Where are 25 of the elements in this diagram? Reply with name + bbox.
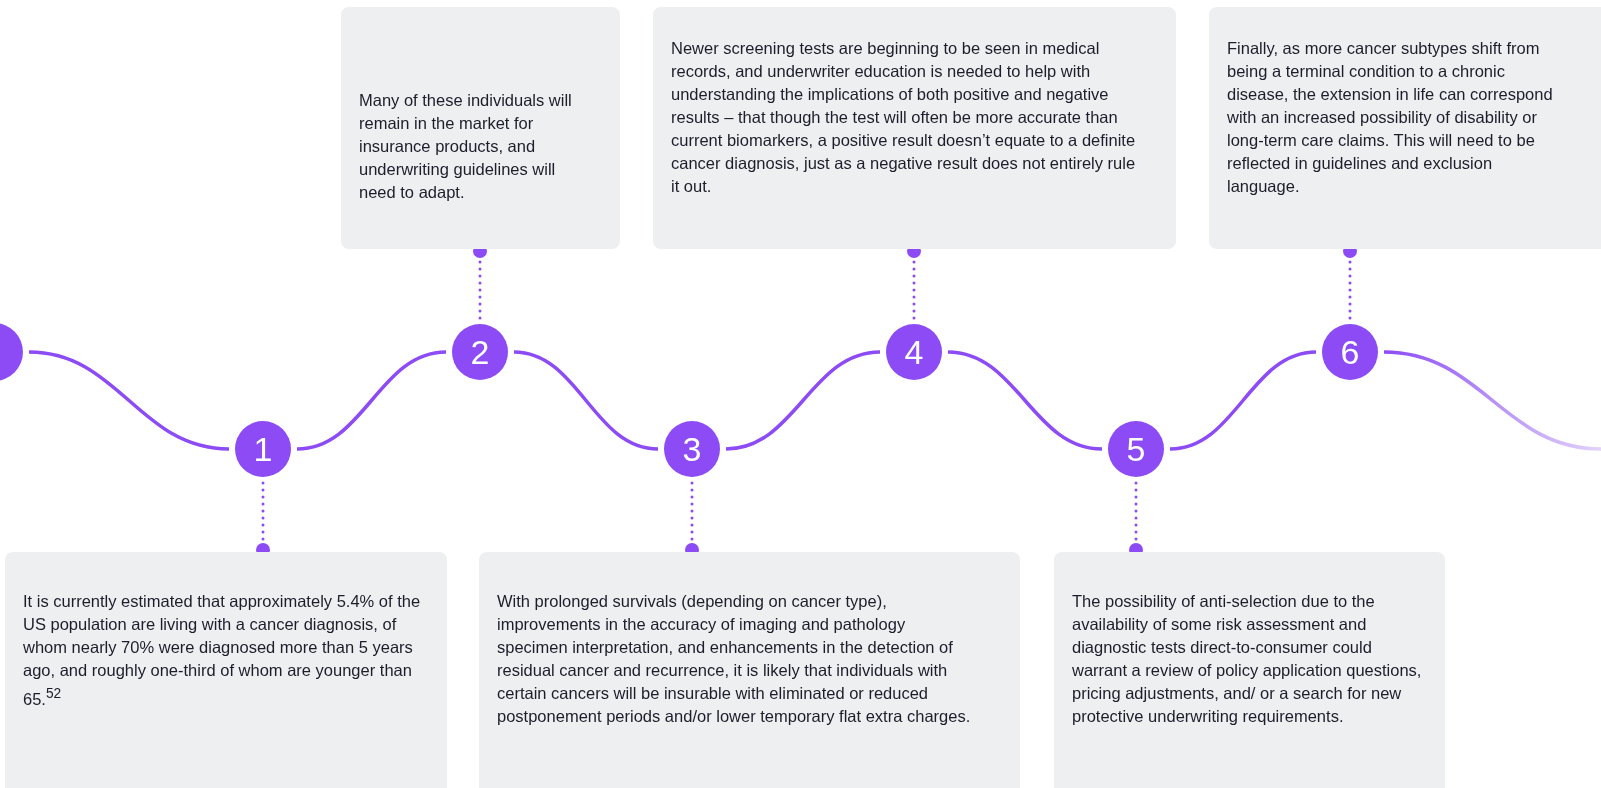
wavy-line [725,350,881,451]
step-number-circle: 4 [886,324,942,380]
text-card [479,552,1020,788]
wavy-line [513,350,659,451]
step-number-circle: 5 [1108,421,1164,477]
card-text: With prolonged survivals (depending on cancer type), improvements in the accuracy of imaging and pathology specimen interpretation, and enhancements in the detection of residual cancer and recurrence, it is likely that individuals with certain cancers will be insurable with eliminated or reduced postponement periods and/or lower temporary flat extra charges. [497,591,972,727]
wavy-line [947,350,1103,451]
step-number-circle: 1 [235,421,291,477]
wavy-line [1169,350,1317,451]
card-text: Finally, as more cancer subtypes shift from being a terminal condition to a chronic disease, the extension in life can correspond with an increased possibility of disability or long-term care claims. This will need to be reflected in guidelines and exclusion language. [1227,38,1554,197]
card-text: Newer screening tests are beginning to be seen in medical records, and underwriter education is needed to help with understanding the implications of both positive and negative results – that though the test will often be more accurate than current biomarkers, a positive result doesn’t equate to a definite cancer diagnosis, just as a negative result does not entirely rule it out. [671,38,1137,197]
step-number-circle: 6 [1322,324,1378,380]
text-card [1209,7,1601,249]
text-card [341,7,620,249]
card-text: It is currently estimated that approximately 5.4% of the US population are living with a cancer diagnosis, of whom nearly 70% were diagnosed more than 5 years ago, and roughly one-third of whom are younger than 65.$^{52}$ [23,591,422,710]
text-card [1054,552,1445,788]
card-text: The possibility of anti-selection due to the availability of some risk assessment and diagnostic tests direct-to-consumer could warrant a review of policy application questions, pricing adjustments, and/ or a search for new protective underwriting requirements. [1072,591,1423,727]
wavy-line [296,350,447,451]
wavy-line [28,350,230,451]
wavy-line [1383,350,1601,451]
text-card [5,552,447,788]
card-text: Many of these individuals will remain in the market for insurance products, and underwriting guidelines will need to adapt. [359,90,573,203]
step-number-circle: 3 [664,421,720,477]
step-number-circle: 2 [452,324,508,380]
text-card [653,7,1176,249]
